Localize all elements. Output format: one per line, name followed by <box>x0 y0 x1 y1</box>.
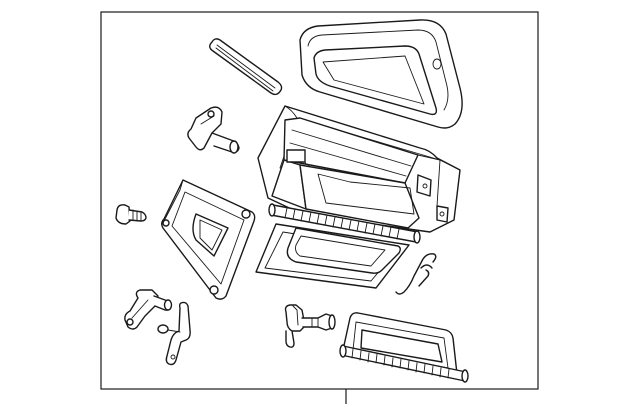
diagram-frame <box>100 11 539 390</box>
housing-case <box>257 105 461 233</box>
plug-screw <box>115 204 147 225</box>
wire-clip <box>395 253 437 295</box>
lower-door <box>255 223 410 289</box>
upper-bracket <box>187 106 240 154</box>
side-door <box>161 179 256 300</box>
valve-fitting <box>284 304 336 348</box>
damper-door <box>339 312 469 383</box>
hinge-rod <box>268 203 421 244</box>
lower-left-bracket <box>124 289 173 330</box>
link-arm <box>157 301 191 366</box>
seal-strip <box>209 38 283 96</box>
top-cover <box>299 19 463 129</box>
